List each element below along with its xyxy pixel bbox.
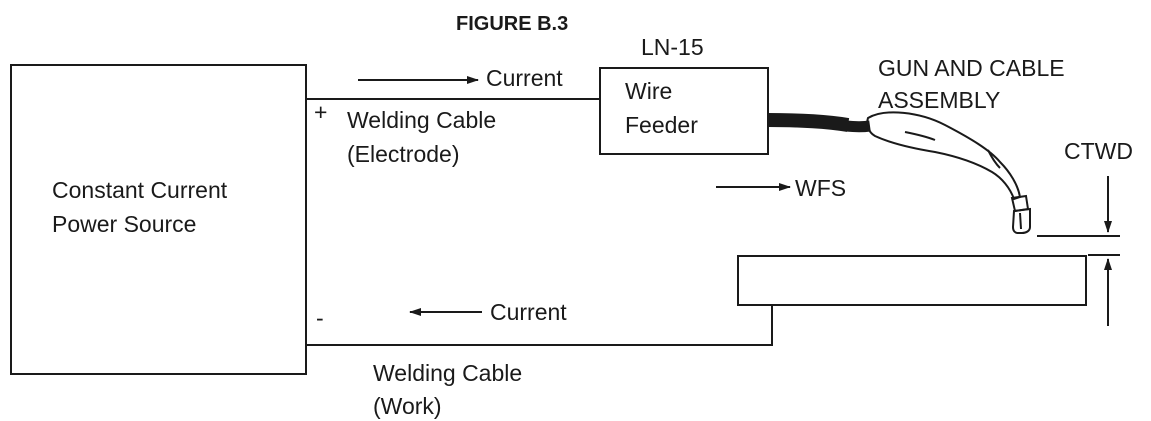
wire-feeder-box [599, 67, 769, 155]
wire-feeder-model-label: LN-15 [641, 34, 704, 60]
negative-terminal-sign: - [316, 305, 324, 331]
workpiece-plate [737, 255, 1087, 306]
wfs-label: WFS [795, 175, 846, 201]
gun-label-line2: ASSEMBLY [878, 87, 1000, 113]
power-source-label-line2: Power Source [52, 211, 196, 237]
work-current-label: Current [490, 299, 567, 325]
figure-title: FIGURE B.3 [456, 13, 568, 35]
gun-and-cable-assembly [767, 111, 1031, 234]
ctwd-label: CTWD [1064, 138, 1133, 164]
gun-label-line1: GUN AND CABLE [878, 55, 1065, 81]
electrode-cable-label-line2: (Electrode) [347, 141, 459, 167]
electrode-cable-label-line1: Welding Cable [347, 107, 496, 133]
electrode-current-label: Current [486, 65, 563, 91]
positive-terminal-sign: + [314, 99, 327, 125]
wire-feeder-label-line1: Wire [625, 78, 672, 104]
work-welding-cable [306, 305, 773, 346]
work-cable-label-line2: (Work) [373, 393, 442, 419]
power-source-label-line1: Constant Current [52, 177, 228, 203]
wire-feeder-label-line2: Feeder [625, 112, 698, 138]
power-source-box [10, 64, 307, 375]
work-cable-label-line1: Welding Cable [373, 360, 522, 386]
